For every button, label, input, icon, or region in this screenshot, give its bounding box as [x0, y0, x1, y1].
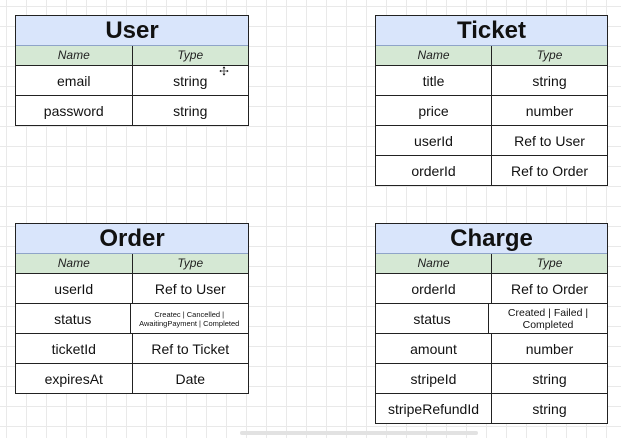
field-type: Ref to Order — [510, 280, 589, 297]
ticket-entity-header: Name Type — [376, 46, 607, 66]
order-entity[interactable]: Order Name Type userId Ref to User statu… — [15, 223, 249, 394]
field-type: Created | Failed | Completed — [507, 306, 589, 331]
field-name: stripeId — [376, 364, 492, 393]
type-column-header: Type — [536, 256, 563, 270]
field-name: amount — [376, 334, 492, 363]
charge-entity[interactable]: Charge Name Type orderId Ref to Order st… — [375, 223, 608, 424]
order-entity-header: Name Type — [16, 254, 248, 274]
user-field-email[interactable]: email string — [16, 66, 248, 96]
name-column-header: Name — [16, 254, 133, 273]
ticket-field-orderid[interactable]: orderId Ref to Order — [376, 156, 607, 185]
field-name: orderId — [376, 274, 492, 303]
charge-field-amount[interactable]: amount number — [376, 334, 607, 364]
type-column-header: Type — [536, 48, 563, 62]
order-field-ticketid[interactable]: ticketId Ref to Ticket — [16, 334, 248, 364]
field-name: stripeRefundId — [376, 394, 492, 423]
field-name: email — [16, 66, 133, 95]
field-type: Ref to Ticket — [151, 340, 230, 357]
order-field-userid[interactable]: userId Ref to User — [16, 274, 248, 304]
field-type: Ref to User — [514, 132, 585, 149]
charge-field-status[interactable]: status Created | Failed | Completed — [376, 304, 607, 334]
order-entity-title: Order — [16, 224, 248, 254]
charge-entity-title: Charge — [376, 224, 607, 254]
field-name: password — [16, 96, 133, 125]
order-field-expiresat[interactable]: expiresAt Date — [16, 364, 248, 393]
charge-field-striperefundid[interactable]: stripeRefundId string — [376, 394, 607, 423]
field-type: Date — [175, 370, 206, 387]
field-type: string — [173, 102, 208, 119]
user-entity[interactable]: User Name Type email string password str… — [15, 15, 249, 126]
move-cursor-icon — [219, 66, 229, 76]
field-type: Createc | Cancelled | AwaitingPayment | … — [139, 309, 240, 328]
charge-field-stripeid[interactable]: stripeId string — [376, 364, 607, 394]
field-name: orderId — [376, 156, 492, 185]
user-entity-header: Name Type — [16, 46, 248, 66]
order-field-status[interactable]: status Createc | Cancelled | AwaitingPay… — [16, 304, 248, 334]
user-field-password[interactable]: password string — [16, 96, 248, 125]
field-name: title — [376, 66, 492, 95]
name-column-header: Name — [16, 46, 133, 65]
ticket-field-title[interactable]: title string — [376, 66, 607, 96]
charge-entity-header: Name Type — [376, 254, 607, 274]
ticket-field-price[interactable]: price number — [376, 96, 607, 126]
field-name: userId — [376, 126, 492, 155]
field-name: status — [376, 304, 489, 333]
type-column-header: Type — [177, 256, 204, 270]
field-name: price — [376, 96, 492, 125]
field-type: string — [532, 370, 567, 387]
field-type: Ref to User — [154, 280, 226, 297]
field-name: userId — [16, 274, 133, 303]
field-type: Ref to Order — [510, 162, 589, 179]
ticket-entity-title: Ticket — [376, 16, 607, 46]
field-type: number — [525, 340, 574, 357]
charge-field-orderid[interactable]: orderId Ref to Order — [376, 274, 607, 304]
field-name: ticketId — [16, 334, 133, 363]
user-entity-title: User — [16, 16, 248, 46]
field-name: status — [16, 304, 131, 333]
ticket-field-userid[interactable]: userId Ref to User — [376, 126, 607, 156]
name-column-header: Name — [376, 254, 492, 273]
field-type: string — [173, 72, 208, 89]
field-name: expiresAt — [16, 364, 133, 393]
field-type: string — [532, 72, 567, 89]
field-type: number — [525, 102, 574, 119]
name-column-header: Name — [376, 46, 492, 65]
type-column-header: Type — [177, 48, 204, 62]
horizontal-scrollbar[interactable] — [240, 431, 478, 435]
field-type: string — [532, 400, 567, 417]
ticket-entity[interactable]: Ticket Name Type title string price numb… — [375, 15, 608, 186]
